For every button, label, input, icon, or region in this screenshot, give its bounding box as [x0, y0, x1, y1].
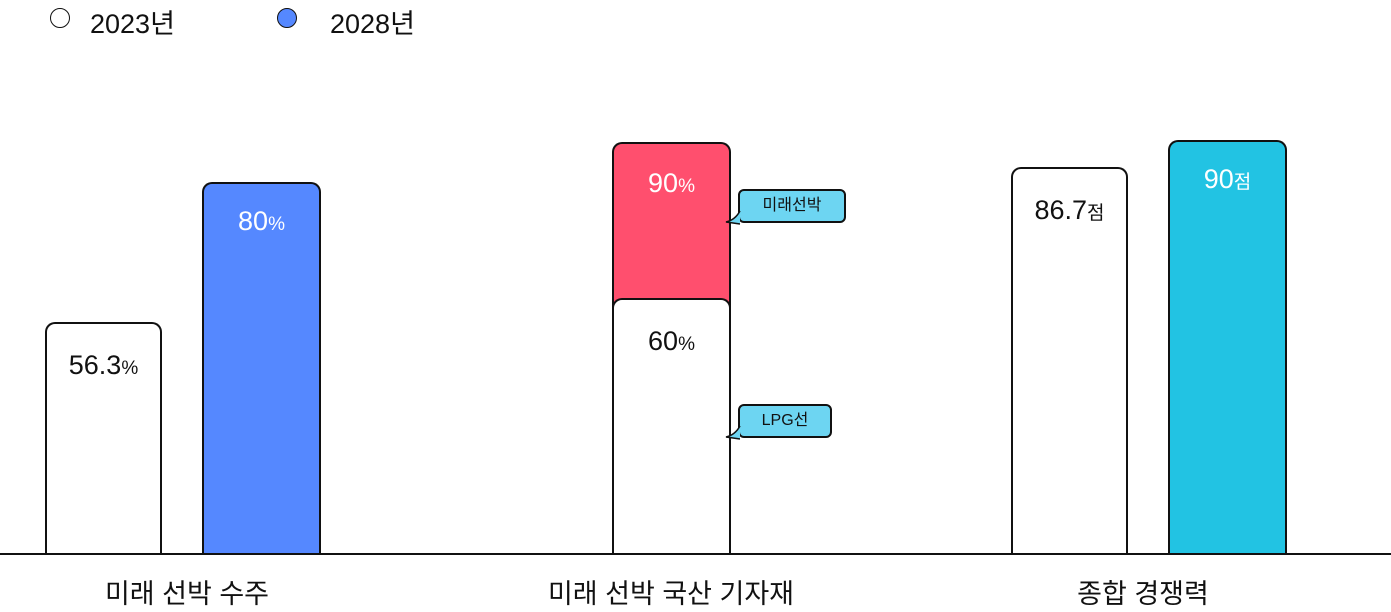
- category-label: 미래 선박 국산 기자재: [547, 579, 795, 609]
- category-label: 종합 경쟁력: [1077, 579, 1209, 609]
- data-unit: %: [121, 358, 139, 379]
- data-value: 60: [648, 326, 679, 356]
- data-label: 60%: [614, 326, 729, 357]
- callout-tail: [725, 425, 741, 440]
- legend-marker-2028: [277, 8, 297, 28]
- bar: 90점: [1168, 140, 1287, 555]
- data-label: 86.7점: [1013, 195, 1126, 226]
- legend-label-2023: 2023년: [90, 9, 175, 39]
- data-value: 80: [238, 206, 269, 236]
- data-unit: 점: [1233, 172, 1252, 193]
- data-label: 90점: [1170, 164, 1285, 195]
- bar: 56.3%: [45, 322, 162, 555]
- bar: 86.7점: [1011, 167, 1128, 555]
- bar: 60%: [612, 298, 731, 555]
- data-unit: %: [678, 334, 695, 355]
- data-value: 90: [648, 168, 679, 198]
- data-unit: %: [678, 176, 695, 197]
- data-unit: %: [268, 214, 285, 235]
- callout-tail: [725, 210, 741, 225]
- callout-label: 미래선박: [738, 189, 846, 223]
- category-label: 미래 선박 수주: [104, 579, 270, 609]
- x-axis-line: [0, 553, 1391, 555]
- data-label: 56.3%: [47, 350, 160, 381]
- data-unit: 점: [1087, 203, 1105, 224]
- legend-marker-2023: [50, 8, 70, 28]
- data-value: 56.3: [68, 350, 122, 380]
- data-value: 86.7: [1034, 195, 1088, 225]
- bar: 80%: [202, 182, 321, 555]
- data-label: 80%: [204, 206, 319, 237]
- legend-label-2028: 2028년: [330, 9, 415, 39]
- data-label: 90%: [614, 168, 729, 199]
- data-value: 90: [1203, 164, 1234, 194]
- callout-label: LPG선: [738, 404, 832, 438]
